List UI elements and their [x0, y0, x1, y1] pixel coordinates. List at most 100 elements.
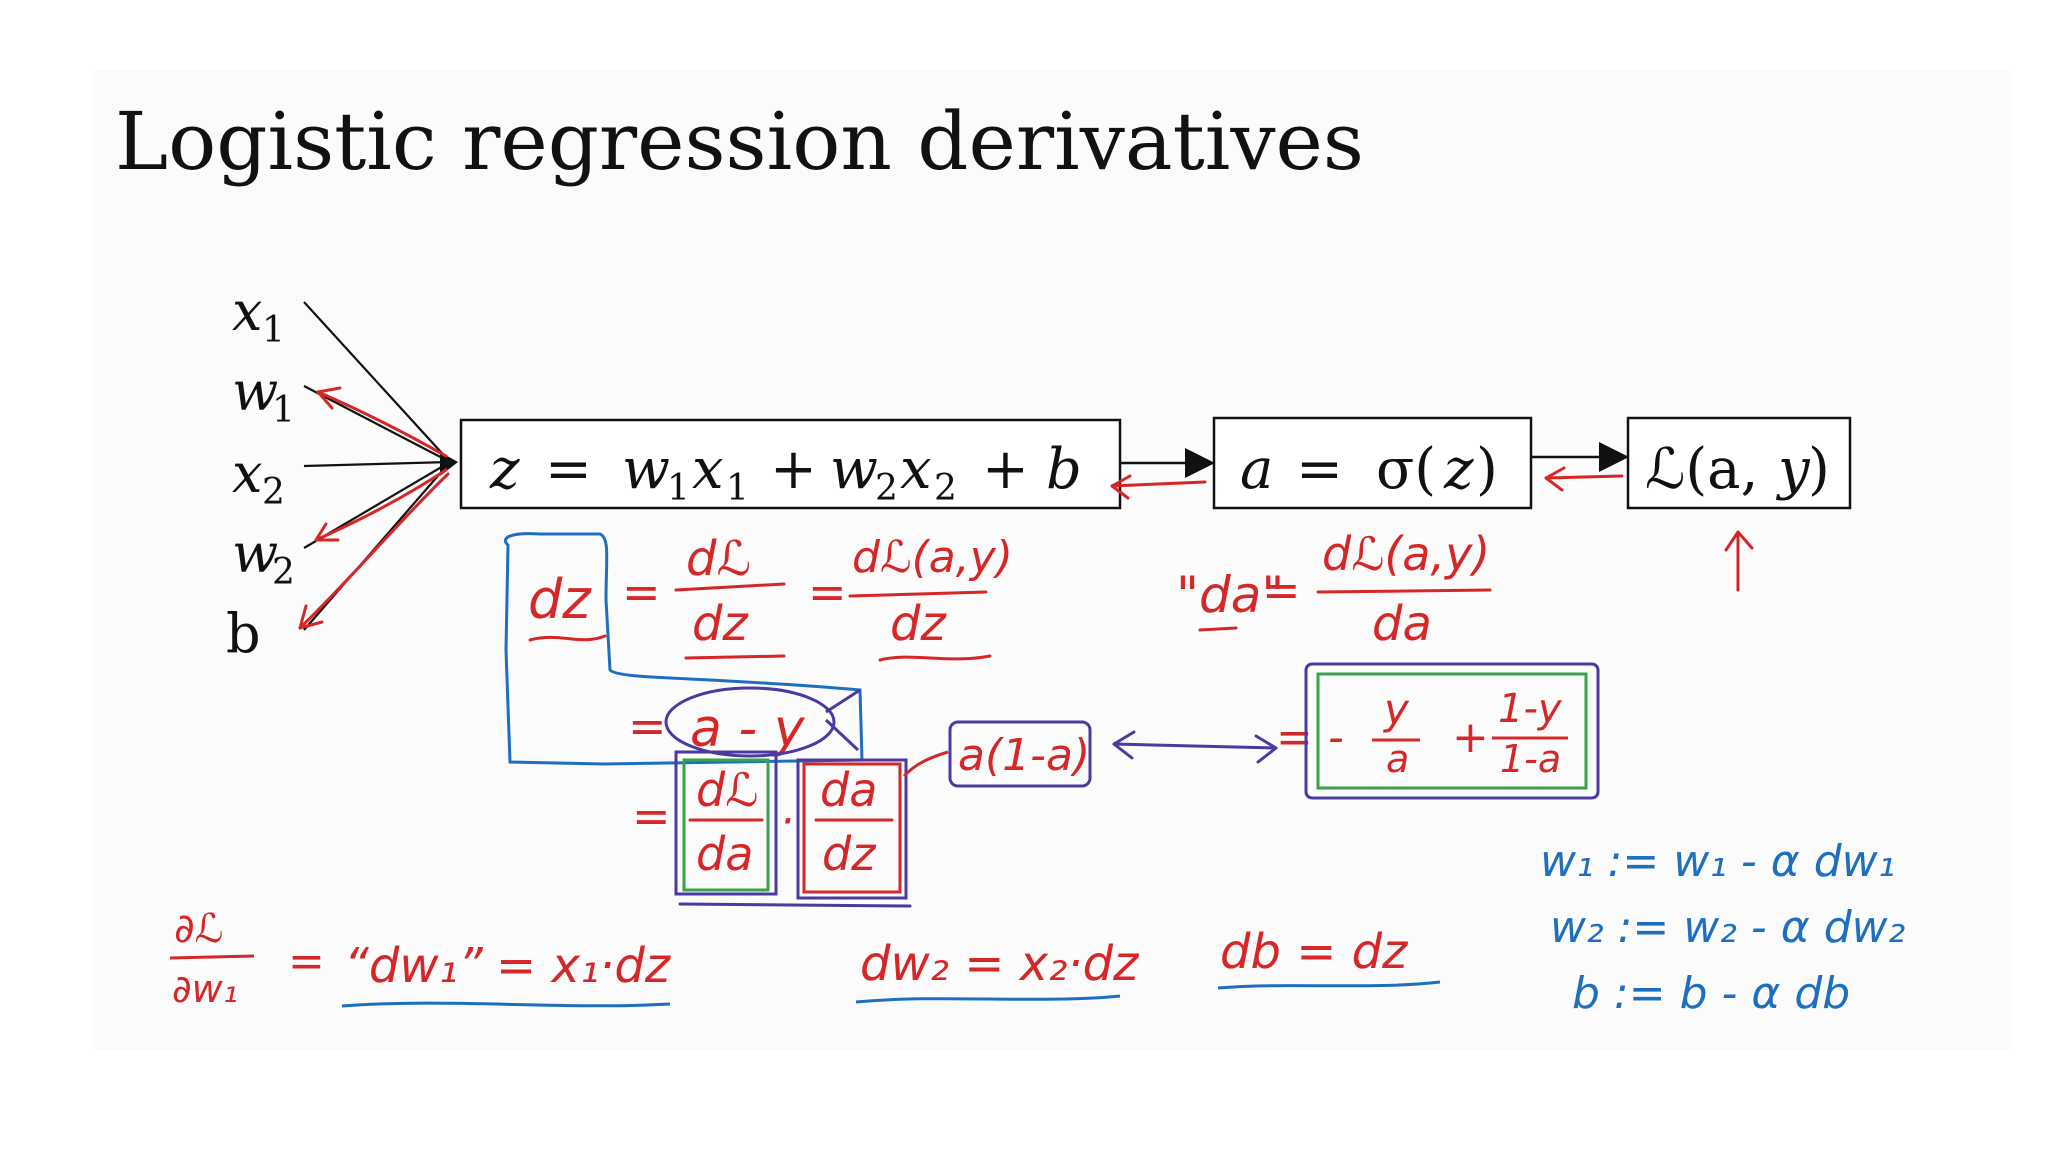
loss-node-box	[1626, 416, 1852, 510]
svg-text:a: a	[1240, 437, 1273, 502]
input-x2: x 2	[232, 442, 285, 513]
input-x1: x 1	[232, 280, 285, 351]
da-derivation: "da" = dℒ(a,y) da	[1176, 527, 1490, 652]
svg-text:2: 2	[262, 472, 285, 513]
z-node-box	[459, 418, 1122, 510]
dz-fraction-bars	[528, 582, 992, 662]
svg-text:=: =	[632, 789, 671, 843]
svg-text:dℒ: dℒ	[696, 763, 758, 817]
chain-rule-row: = dℒ da · da dz	[632, 763, 877, 881]
backprop-arrows-graph	[1110, 466, 1754, 592]
svg-text:=: =	[545, 437, 592, 502]
svg-text:1: 1	[272, 390, 295, 431]
svg-text:a(1-a): a(1-a)	[958, 730, 1090, 781]
db-underline	[1217, 980, 1441, 990]
dw1-expression: ∂ℒ ∂w₁ = “dw₁” = x₁·dz	[172, 906, 672, 1011]
slide-background	[92, 70, 2012, 1050]
svg-text:=: =	[1296, 437, 1343, 502]
svg-text:+: +	[982, 437, 1029, 502]
update-rule-b: b := b - α db	[1572, 968, 1850, 1019]
svg-text:da: da	[696, 827, 753, 881]
svg-text:x: x	[692, 437, 724, 502]
svg-text:dz: dz	[890, 596, 947, 652]
svg-text:1-y: 1-y	[1498, 686, 1563, 732]
double-arrow	[1112, 730, 1278, 764]
loss-derivative-boxes	[1304, 662, 1600, 800]
svg-text:“dw₁”: “dw₁”	[344, 938, 484, 994]
svg-text:dz: dz	[822, 827, 876, 881]
svg-text:b: b	[1046, 437, 1082, 502]
svg-text:+: +	[1452, 712, 1489, 763]
sigmoid-derivative: a(1-a)	[902, 720, 1092, 788]
svg-text:1: 1	[726, 468, 749, 509]
dz-derivation: dz = dℒ dz = dℒ(a,y) dz	[528, 531, 1013, 652]
dw1-underline	[341, 1001, 671, 1008]
dw1-fraction-bar	[169, 954, 255, 960]
svg-text:w: w	[830, 437, 878, 502]
dw2-expression: dw₂ = x₂·dz	[860, 936, 1140, 992]
input-lines	[303, 301, 458, 631]
svg-text:"da": "da"	[1176, 566, 1284, 624]
svg-text:z: z	[489, 437, 520, 502]
page-title: Logistic regression derivatives	[115, 95, 1364, 188]
svg-text:dℒ: dℒ	[686, 531, 751, 587]
a-minus-y-pointer	[824, 688, 861, 752]
svg-text:σ(: σ(	[1376, 437, 1436, 502]
db-expression: db = dz	[1220, 924, 1409, 980]
svg-text:=: =	[622, 565, 661, 619]
backprop-arrows-inputs	[298, 386, 450, 630]
svg-text:∂ℒ: ∂ℒ	[174, 906, 224, 952]
svg-text:z: z	[1443, 437, 1474, 502]
svg-text:1: 1	[262, 310, 285, 351]
svg-text:-: -	[1328, 712, 1344, 763]
loss-equation: ℒ(a, y )	[1645, 437, 1830, 502]
a-minus-y-row: = a - y	[628, 699, 806, 759]
dw2-underline	[855, 994, 1121, 1004]
svg-text:2: 2	[934, 468, 957, 509]
dz-bracket-box	[503, 532, 864, 766]
svg-text:ℒ(a,: ℒ(a,	[1645, 437, 1758, 502]
svg-text:=: =	[808, 565, 847, 619]
svg-text:x: x	[232, 280, 262, 343]
input-w1: w 1	[232, 360, 295, 431]
svg-text:a - y: a - y	[690, 699, 806, 759]
svg-text:dℒ(a,y): dℒ(a,y)	[852, 532, 1013, 583]
a-equation: a = σ( z )	[1240, 437, 1498, 502]
svg-text:∂w₁: ∂w₁	[172, 967, 238, 1011]
svg-text:dz: dz	[692, 596, 749, 652]
svg-text:·: ·	[780, 796, 794, 847]
input-w2: w 2	[232, 522, 295, 593]
svg-text:1: 1	[667, 468, 690, 509]
a-minus-y-circle	[664, 686, 836, 758]
update-rule-w1: w₁ := w₁ - α dw₁	[1540, 836, 1895, 887]
z-equation: z = w 1 x 1 + w 2 x 2 + b	[489, 437, 1082, 509]
svg-text:=: =	[288, 936, 325, 987]
svg-text:w: w	[232, 360, 278, 423]
input-b: b	[226, 602, 261, 665]
svg-text:da: da	[820, 763, 877, 817]
svg-text:y: y	[1775, 437, 1811, 502]
svg-text:2: 2	[272, 552, 295, 593]
svg-text:x: x	[232, 442, 262, 505]
svg-text:x: x	[900, 437, 932, 502]
svg-text:=: =	[1262, 563, 1301, 617]
svg-text:1-a: 1-a	[1500, 737, 1561, 781]
update-rule-w2: w₂ := w₂ - α dw₂	[1550, 902, 1905, 953]
svg-text:a: a	[1386, 737, 1409, 781]
chain-rule-boxes	[674, 750, 912, 908]
svg-text:2: 2	[875, 468, 898, 509]
svg-text:): )	[1808, 437, 1830, 502]
svg-text:dℒ(a,y): dℒ(a,y)	[1322, 527, 1490, 581]
svg-text:=: =	[628, 699, 667, 753]
loss-derivative-expr: = - y a + 1-y 1-a	[1276, 685, 1563, 781]
svg-text:w: w	[232, 522, 278, 585]
da-fraction-bar	[1198, 588, 1492, 632]
svg-text:w: w	[622, 437, 670, 502]
svg-text:dz: dz	[528, 568, 592, 631]
svg-text:+: +	[770, 437, 817, 502]
svg-text:da: da	[1372, 596, 1432, 652]
svg-text:y: y	[1382, 685, 1410, 734]
svg-text:= x₁·dz: = x₁·dz	[496, 938, 672, 994]
svg-text:): )	[1476, 437, 1498, 502]
